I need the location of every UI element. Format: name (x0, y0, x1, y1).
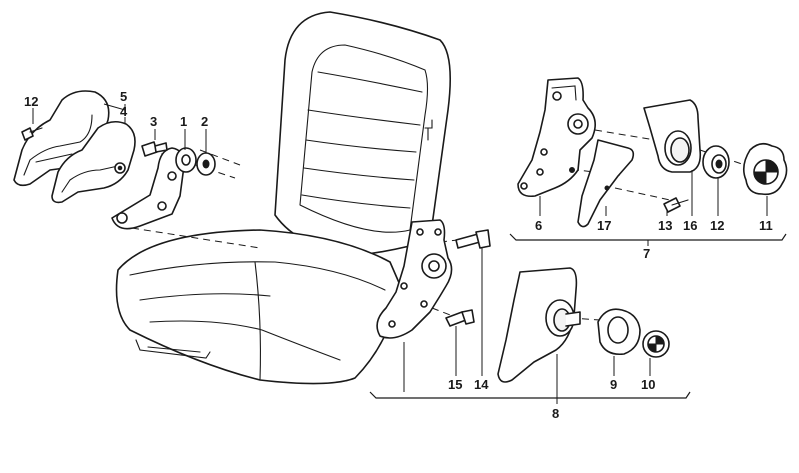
screw-12-left (21, 127, 43, 141)
hinge-cover-4 (51, 120, 136, 204)
callout-16: 16 (683, 218, 697, 233)
callout-4: 4 (120, 104, 128, 119)
emblem-10 (642, 330, 670, 358)
callout-15: 15 (448, 377, 462, 392)
callout-14: 14 (474, 377, 489, 392)
callout-12-left: 12 (24, 94, 38, 109)
cover-plate-17 (577, 139, 635, 228)
callout-10: 10 (641, 377, 655, 392)
screw-13 (663, 197, 689, 213)
callout-5: 5 (120, 89, 127, 104)
bolt-15 (445, 309, 475, 327)
callout-13: 13 (658, 218, 672, 233)
washer-2 (196, 152, 216, 176)
cover-8 (497, 267, 578, 383)
cap-9 (597, 308, 641, 356)
callout-2: 2 (201, 114, 208, 129)
backrest-panel (299, 44, 429, 233)
group-8-bracket (369, 391, 691, 399)
callout-12-right: 12 (710, 218, 724, 233)
bolt-3 (141, 141, 168, 157)
left-hinge-group (13, 90, 261, 249)
callout-9: 9 (610, 377, 617, 392)
callout-8: 8 (552, 406, 559, 421)
callout-3: 3 (150, 114, 157, 129)
group-7-bracket (509, 233, 787, 241)
bolt-14 (455, 229, 491, 249)
seat-mechanism (376, 219, 453, 339)
callout-7: 7 (643, 246, 650, 261)
callouts: 12 5 4 3 1 2 6 17 13 16 12 11 7 15 14 9 … (24, 89, 773, 421)
recliner-group-7 (509, 77, 788, 246)
backrest (274, 11, 452, 256)
knob-11 (742, 142, 788, 196)
seat-cushion (115, 229, 401, 385)
cap-12-right (702, 145, 730, 179)
mechanism-plate-6 (517, 77, 596, 198)
callout-1: 1 (180, 114, 187, 129)
callout-17: 17 (597, 218, 611, 233)
seat (115, 11, 452, 385)
callout-11: 11 (759, 218, 773, 233)
callout-6: 6 (535, 218, 542, 233)
recliner-group-8 (369, 219, 691, 404)
